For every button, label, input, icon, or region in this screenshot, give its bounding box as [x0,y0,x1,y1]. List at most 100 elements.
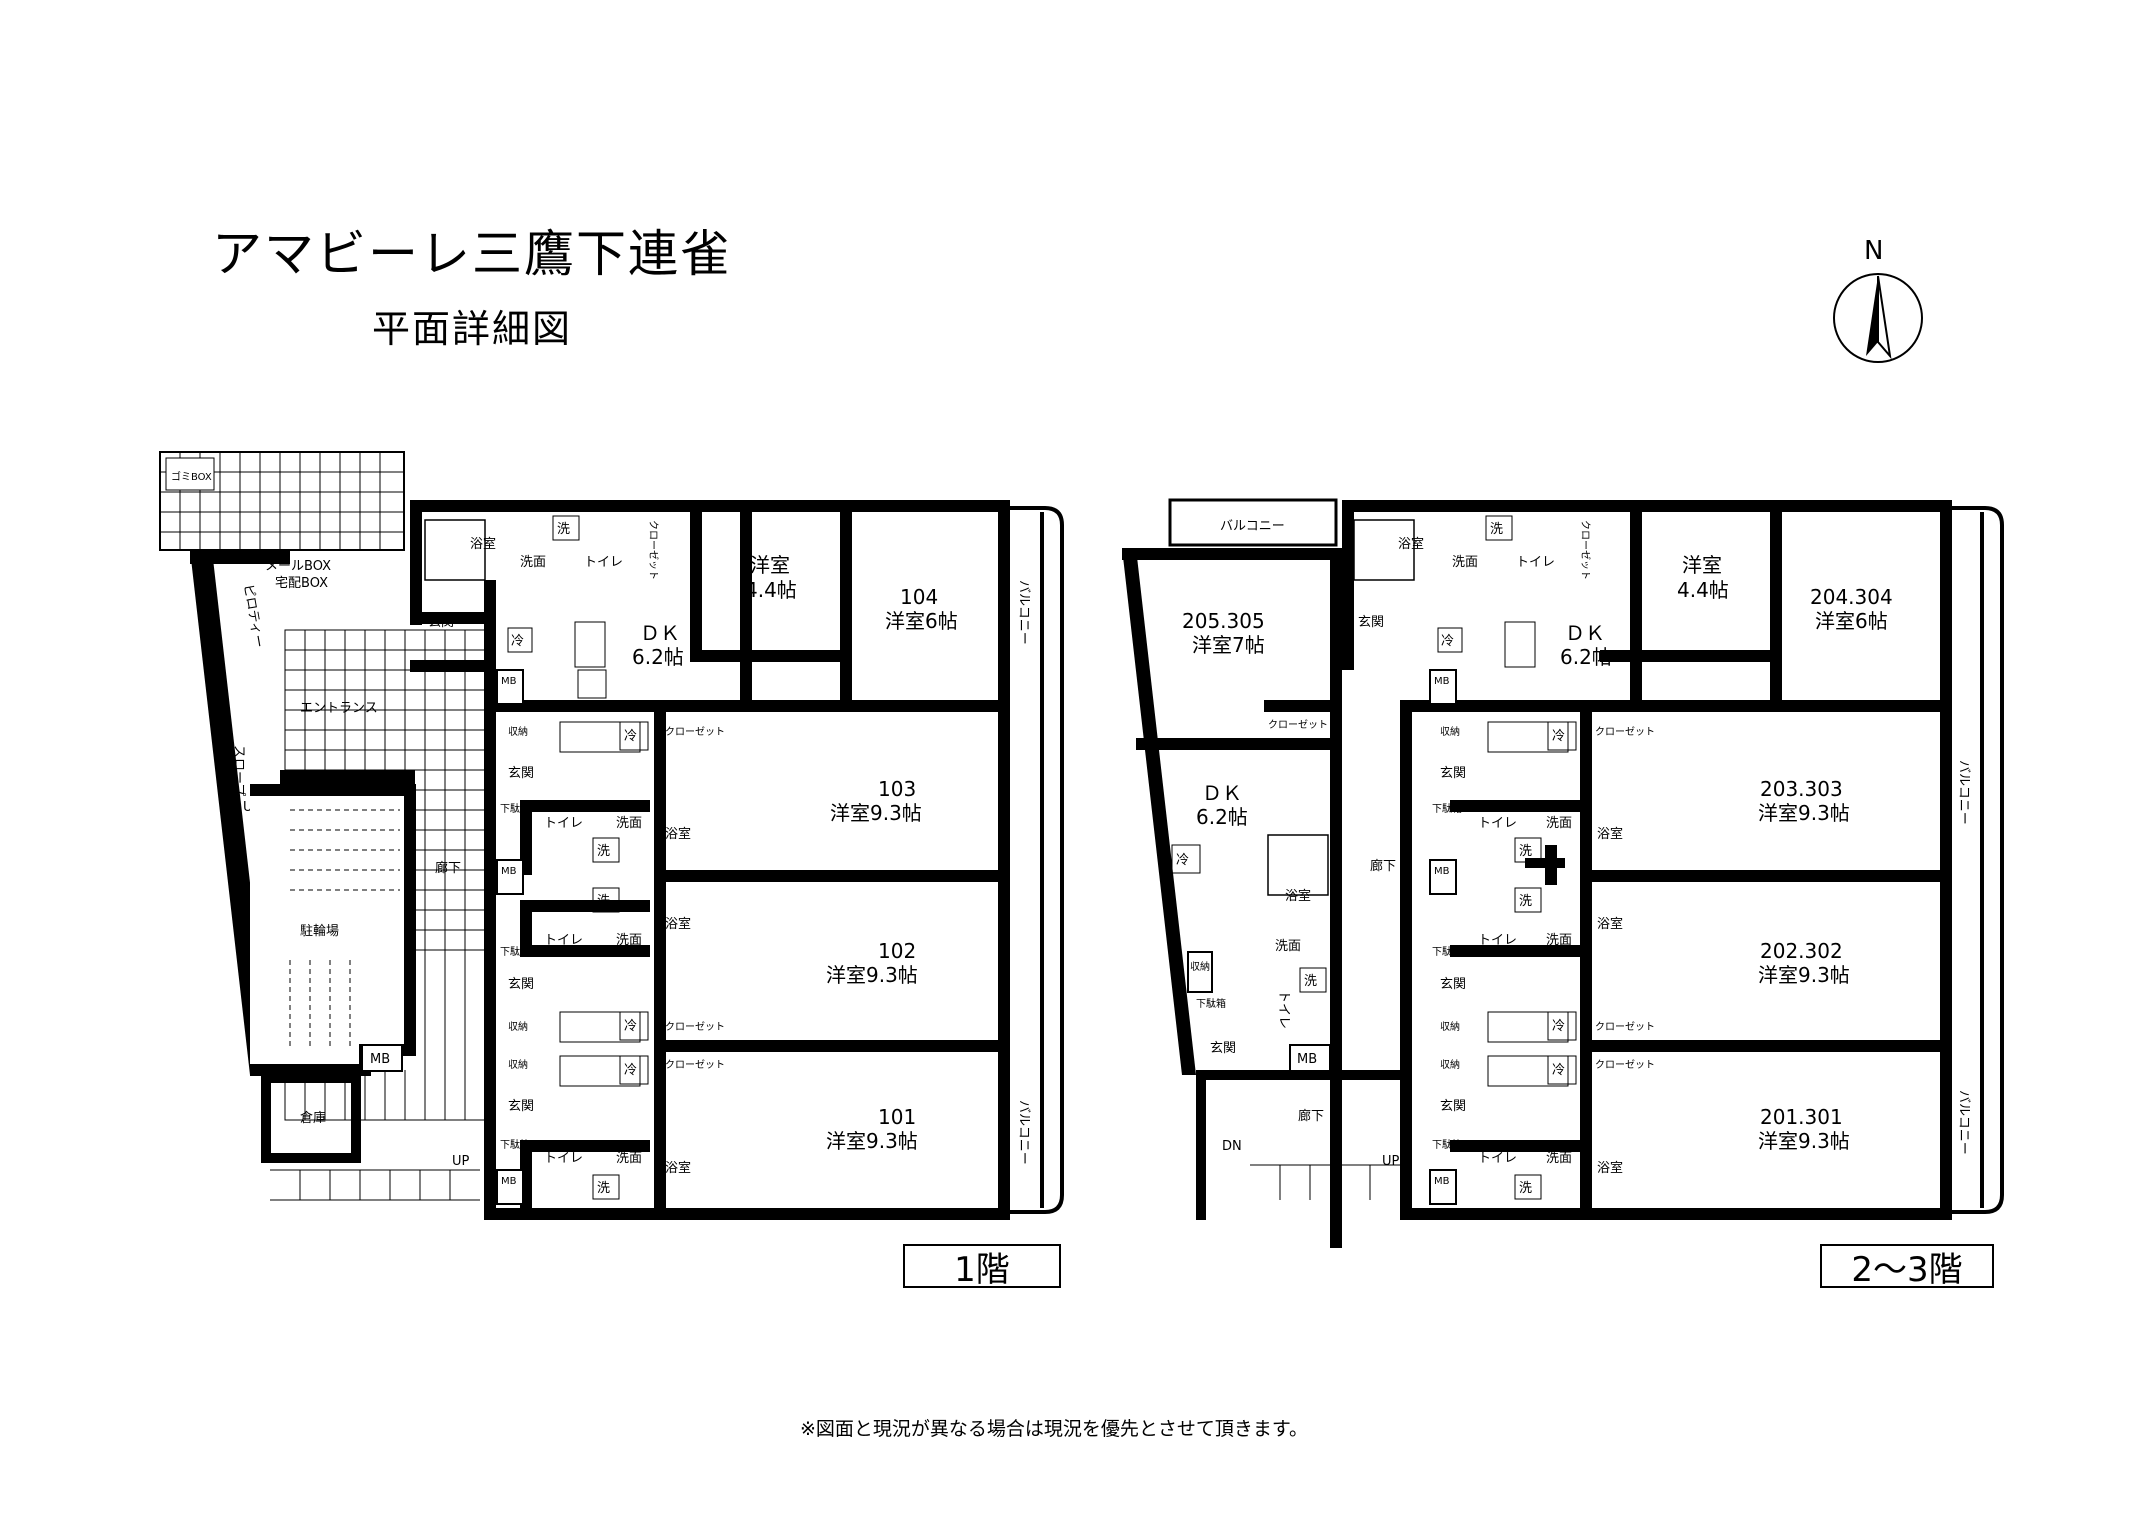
gomi-box-area: ゴミBOX [159,451,405,551]
u101-fridge: 冷 [624,1063,637,1078]
u104-room2-size: 4.4帖 [745,578,797,602]
u104-fridge: 冷 [511,634,524,649]
u104-entry: 玄関 [428,615,454,630]
balcony1-bottom-label: バルコニー [1016,1100,1031,1165]
u204-room2: 洋室 [1682,553,1722,577]
u202-closet: クローゼット [1595,1021,1655,1033]
disclaimer-note: ※図面と現況が異なる場合は現況を優先とさせて頂きます。 [800,1418,1309,1440]
u201-storage: 収納 [1440,1058,1460,1071]
u203-bath: 浴室 [1597,826,1623,842]
u104-room: 洋室6帖 [885,609,958,633]
u104-room2: 洋室 [750,553,790,577]
u102-shoebox: 下駄箱 [500,945,530,958]
u205-dk: ＤＫ [1202,781,1242,805]
u205-fridge: 冷 [1176,853,1189,868]
u203-toilet: トイレ [1478,816,1517,831]
u205-storage: 収納 [1190,960,1210,973]
u103-entry: 玄関 [508,766,534,781]
u201-num: 201.301 [1760,1105,1843,1129]
u101-storage: 収納 [508,1058,528,1071]
u205-shoebox: 下駄箱 [1196,997,1226,1010]
mb-205: MB [1297,1052,1317,1067]
u103-toilet: トイレ [544,816,583,831]
corridor1-label: 廊下 [435,860,461,876]
u104-closet-v: クローゼット [647,520,659,580]
compass-north-label: N [1864,236,1884,266]
u204-closet-v: クローゼット [1579,520,1591,580]
u204-dk: ＤＫ [1565,621,1605,645]
u103-mb: MB [501,866,517,877]
page-title: アマビーレ三鷹下連雀 [212,225,732,283]
u102-fridge: 冷 [624,1019,637,1034]
u202-shoebox: 下駄箱 [1432,945,1462,958]
stair-up-label: UP [452,1154,470,1169]
unit-103: 収納 玄関 下駄箱 冷 クローゼット トイレ 洗面 洗 浴室 103 洋室9.3… [496,721,922,895]
u102-entry: 玄関 [508,977,534,992]
corridor23-bottom-label: 廊下 [1298,1108,1324,1124]
u204-bath: 浴室 [1398,536,1424,552]
u204-room: 洋室6帖 [1815,609,1888,633]
u202-room: 洋室9.3帖 [1758,963,1850,987]
floor1-plan: ゴミBOX スロープ UP ピロティー メールBOX 宅配BOX エント [159,451,1064,1220]
u203-shoebox: 下駄箱 [1432,802,1462,815]
u202-fridge: 冷 [1552,1019,1565,1034]
u203-num: 203.303 [1760,777,1843,801]
u205-entry: 玄関 [1210,1041,1236,1056]
floor23-label: 2〜3階 [1820,1244,1994,1290]
u101-bath: 浴室 [665,1160,691,1176]
u104-mb: MB [501,676,517,687]
u204-wash: 洗面 [1452,555,1478,570]
u104-wash: 洗面 [520,555,546,570]
u103-wash: 洗面 [616,816,642,831]
u204-toilet: トイレ [1516,555,1555,570]
balcony23-bottom-label: バルコニー [1956,1090,1971,1155]
unit-104: 浴室 洗面 トイレ 洗 クローゼット 洋室 4.4帖 104 洋室6帖 ＤＫ 6… [424,515,958,705]
u102-num: 102 [878,939,916,963]
u201-toilet: トイレ [1478,1151,1517,1166]
u101-mb: MB [501,1176,517,1187]
u203-fridge: 冷 [1552,729,1565,744]
u104-washer: 洗 [557,522,570,537]
u204-fridge: 冷 [1441,634,1454,649]
u101-room: 洋室9.3帖 [826,1129,918,1153]
u205-toilet: トイレ [1276,990,1291,1029]
u202-bath: 浴室 [1597,916,1623,932]
compass: N [1830,236,1926,366]
u203-wash: 洗面 [1546,816,1572,831]
u101-washer: 洗 [597,1181,610,1196]
u204-washer: 洗 [1490,522,1503,537]
u203-entry: 玄関 [1440,766,1466,781]
u204-room2-size: 4.4帖 [1677,578,1729,602]
u104-dk: ＤＫ [640,621,680,645]
balcony23-mid-label: バルコニー [1956,760,1971,825]
u202-wash: 洗面 [1546,933,1572,948]
u103-room: 洋室9.3帖 [830,801,922,825]
delivery-box-label: 宅配BOX [275,576,328,591]
balcony1-top-label: バルコニー [1016,580,1031,645]
u202-storage: 収納 [1440,1020,1460,1033]
u205-wash: 洗面 [1275,939,1301,954]
stair23-up-label: UP [1382,1154,1400,1169]
u102-washer: 洗 [597,894,610,909]
u104-bath: 浴室 [470,536,496,552]
pilotis-label: ピロティー [240,583,266,649]
u102-storage: 収納 [508,1020,528,1033]
u205-dk-size: 6.2帖 [1196,805,1248,829]
unit-202-302: 洗 トイレ 洗面 浴室 下駄箱 玄関 収納 冷 クローゼット 202.302 洋… [1432,887,1850,1043]
floor1-label: 1階 [903,1244,1061,1290]
u204-num: 204.304 [1810,585,1893,609]
u102-room: 洋室9.3帖 [826,963,918,987]
u103-closet: クローゼット [665,726,725,738]
mb-bike: MB [370,1052,390,1067]
u104-toilet: トイレ [584,555,623,570]
u204-entry: 玄関 [1358,615,1384,630]
u201-room: 洋室9.3帖 [1758,1129,1850,1153]
u102-toilet: トイレ [544,933,583,948]
entrance-label: エントランス [300,701,378,716]
u101-num: 101 [878,1105,916,1129]
u202-washer: 洗 [1519,894,1532,909]
u201-washer: 洗 [1519,1181,1532,1196]
floor23-plan: バルコニー 205.305 洋室7帖 クローゼット ＤＫ 6.2帖 冷 浴室 洗… [1122,498,2004,1248]
u201-shoebox: 下駄箱 [1432,1138,1462,1151]
